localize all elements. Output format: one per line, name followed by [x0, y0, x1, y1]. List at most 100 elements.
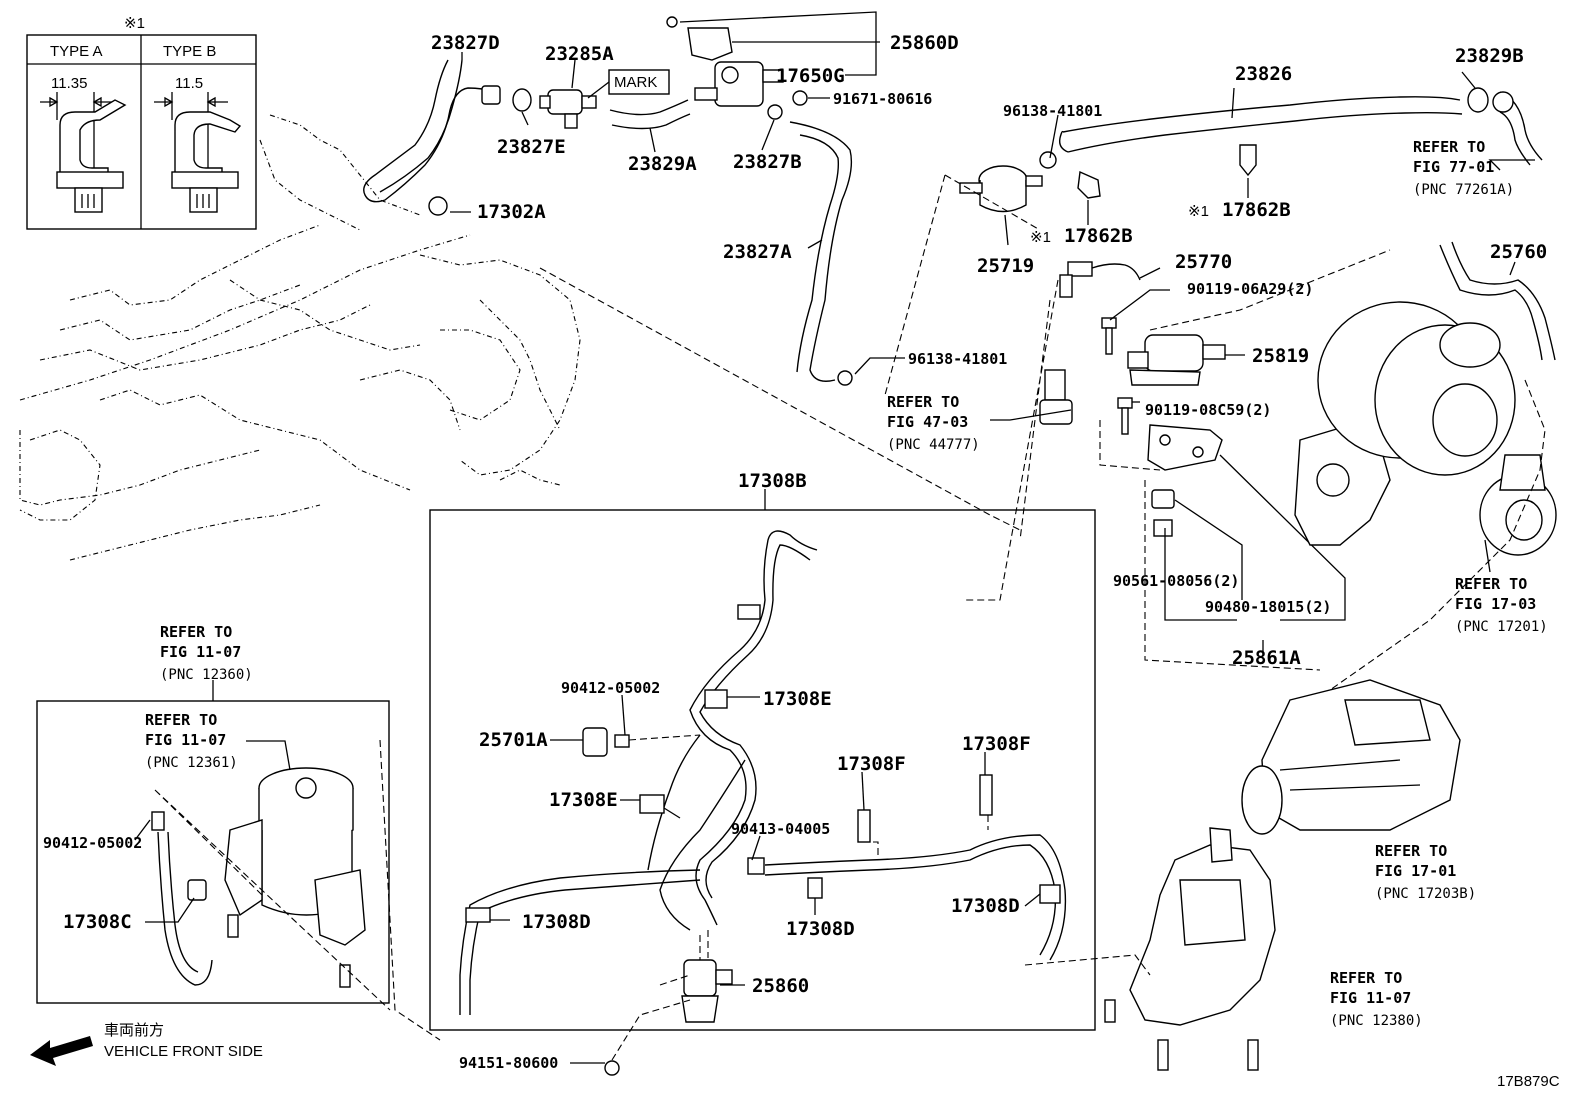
label-23826: 23826: [1235, 63, 1292, 85]
label-17308E-left: 17308E: [549, 789, 618, 811]
clip-17308E: [704, 689, 728, 709]
label-17308F-right: 17308F: [962, 733, 1031, 755]
reference-fig-47-03: REFER TO FIG 47-03 (PNC 44777): [887, 393, 980, 453]
label-23827D: 23827D: [431, 32, 500, 54]
solenoid-25819: [1127, 334, 1226, 386]
air-intake-duct: [1241, 679, 1461, 835]
svg-text:REFER TO: REFER TO: [1413, 138, 1485, 156]
hose-25770: [1059, 261, 1141, 298]
vehicle-front-indicator: 車両前方 VEHICLE FRONT SIDE: [30, 1022, 263, 1066]
svg-text:REFER TO: REFER TO: [1375, 842, 1447, 860]
label-23829B: 23829B: [1455, 45, 1524, 67]
vsv-25860: [681, 959, 733, 1023]
label-mark1-right: ※1: [1188, 203, 1209, 220]
reference-fig-11-07-upper: REFER TO FIG 11-07 (PNC 12360): [160, 623, 253, 683]
hose-23826: [1058, 96, 1463, 153]
filter-25701A: [582, 727, 608, 757]
type-a-title: TYPE A: [50, 43, 103, 60]
bracket-25861A: [1147, 424, 1223, 471]
inset-marker: ※1: [124, 15, 145, 32]
label-90561: 90561-08056(2): [1113, 572, 1239, 590]
label-90480: 90480-18015(2): [1205, 598, 1331, 616]
reference-fig-17-03: REFER TO FIG 17-03 (PNC 17201): [1455, 575, 1548, 635]
svg-text:(PNC 12360): (PNC 12360): [160, 667, 253, 683]
svg-text:FIG 17-01: FIG 17-01: [1375, 862, 1456, 880]
clamp-96138-lower: [837, 370, 853, 386]
front-label-japanese: 車両前方: [104, 1022, 164, 1039]
type-a-dimension: 11.35: [51, 75, 87, 92]
clip-type-b-drawing: [154, 92, 242, 213]
label-96138-upper: 96138-41801: [1003, 102, 1102, 120]
reference-fig-17-01: REFER TO FIG 17-01 (PNC 17203B): [1375, 842, 1476, 902]
valve-25719: [959, 165, 1043, 213]
svg-text:(PNC 17203B): (PNC 17203B): [1375, 886, 1476, 902]
front-label-english: VEHICLE FRONT SIDE: [104, 1043, 263, 1060]
label-90412-box: 90412-05002: [561, 679, 660, 697]
label-94151: 94151-80600: [459, 1054, 558, 1072]
label-23285A: 23285A: [545, 43, 614, 65]
bolt-90119-06A29: [1101, 317, 1117, 355]
part-labels: 23827D 23285A MARK 25860D 17650G 91671-8…: [43, 32, 1547, 1072]
valve-17650G: [694, 61, 784, 107]
diagram-code: 17B879C: [1497, 1073, 1560, 1090]
label-17308D-left: 17308D: [522, 911, 591, 933]
label-17302A: 17302A: [477, 201, 546, 223]
label-17862B-left: 17862B: [1064, 225, 1133, 247]
svg-text:(PNC 44777): (PNC 44777): [887, 437, 980, 453]
label-91671: 91671-80616: [833, 90, 932, 108]
collar-90561: [1153, 519, 1173, 537]
clip-type-inset: ※1 TYPE A TYPE B 11.35 11.5: [26, 15, 257, 230]
svg-text:REFER TO: REFER TO: [160, 623, 232, 641]
svg-text:FIG 77-01: FIG 77-01: [1413, 158, 1494, 176]
label-23829A: 23829A: [628, 153, 697, 175]
svg-text:FIG 47-03: FIG 47-03: [887, 413, 968, 431]
label-25860D: 25860D: [890, 32, 959, 54]
clip-17862B-left: [1077, 170, 1101, 199]
label-25719: 25719: [977, 255, 1034, 277]
bracket-25860D: [666, 16, 733, 61]
joint-90413: [747, 857, 765, 875]
clip-type-a-drawing: [40, 92, 127, 213]
label-17308F-left: 17308F: [837, 753, 906, 775]
label-17308B: 17308B: [738, 470, 807, 492]
label-96138-lower: 96138-41801: [908, 350, 1007, 368]
clamp-96138-upper: [1039, 151, 1057, 169]
clamp-23827B: [767, 104, 783, 120]
hose-assembly-17308B: [459, 530, 1067, 1015]
hose-17308C: [151, 811, 213, 986]
clip-17308F-right: [979, 774, 993, 816]
label-90413: 90413-04005: [731, 820, 830, 838]
label-17862B-right: 17862B: [1222, 199, 1291, 221]
label-mark: MARK: [614, 74, 657, 91]
turbocharger: [1294, 301, 1557, 556]
clip-17308D-center: [807, 877, 823, 899]
clip-17308D-right: [1039, 884, 1061, 904]
hose-23829A: [609, 99, 691, 130]
svg-text:REFER TO: REFER TO: [887, 393, 959, 411]
label-25701A: 25701A: [479, 729, 548, 751]
clip-17862B-right: [1239, 144, 1257, 177]
front-arrow-icon: [30, 1036, 93, 1066]
svg-text:(PNC 12380): (PNC 12380): [1330, 1013, 1423, 1029]
hose-23827A: [789, 121, 853, 382]
label-17308E-top: 17308E: [763, 688, 832, 710]
hose-25760: [1439, 241, 1556, 361]
label-90119-08C59: 90119-08C59(2): [1145, 401, 1271, 419]
svg-text:(PNC 77261A): (PNC 77261A): [1413, 182, 1514, 198]
bolt-90119-08C59: [1117, 397, 1133, 435]
bolt-94151: [604, 1060, 620, 1076]
label-mark1-left: ※1: [1030, 229, 1051, 246]
reference-notes: REFER TO FIG 77-01 (PNC 77261A) REFER TO…: [145, 138, 1548, 1029]
label-25861A: 25861A: [1232, 647, 1301, 669]
clamp-23827E: [512, 88, 532, 112]
type-b-dimension: 11.5: [175, 75, 203, 92]
label-17308D-right: 17308D: [951, 895, 1020, 917]
svg-text:(PNC 12361): (PNC 12361): [145, 755, 238, 771]
clip-17308E-top: [737, 604, 761, 620]
type-b-title: TYPE B: [163, 43, 216, 60]
valve-23285A: [539, 89, 597, 129]
reference-fig-77-01: REFER TO FIG 77-01 (PNC 77261A): [1413, 138, 1514, 198]
leader-lines: [134, 52, 1535, 1064]
box-17308B: [429, 509, 1096, 1031]
